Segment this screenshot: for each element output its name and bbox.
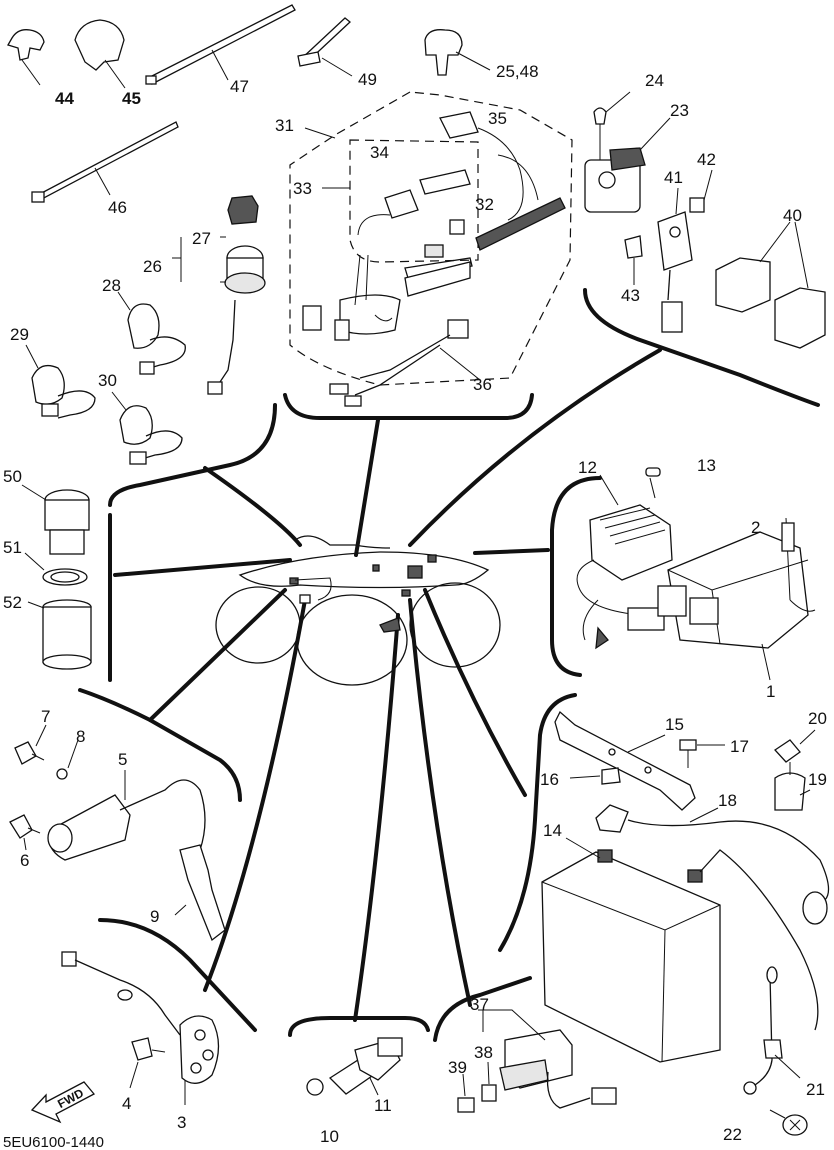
clip-20 — [774, 729, 816, 775]
callout-9: 9 — [150, 907, 159, 926]
battery-band-15 — [554, 710, 696, 811]
fuse-39 — [457, 1073, 475, 1113]
callout-11: 11 — [374, 1096, 392, 1115]
clamp-44 — [7, 29, 45, 86]
callout-44: 44 — [55, 89, 74, 108]
washer-8 — [56, 739, 79, 780]
callout-30: 30 — [98, 371, 117, 390]
callout-27: 27 — [192, 229, 211, 248]
callout-46: 46 — [108, 198, 127, 217]
callout-12: 12 — [578, 458, 597, 477]
callout-31: 31 — [275, 116, 294, 135]
callout-37: 37 — [470, 995, 489, 1014]
callout-34: 34 — [370, 143, 389, 162]
callout-13: 13 — [697, 456, 716, 475]
clamp-45 — [74, 19, 126, 89]
rectifier-12 — [576, 467, 673, 650]
callout-39: 39 — [448, 1058, 467, 1077]
callout-16: 16 — [540, 770, 559, 789]
callout-14: 14 — [543, 821, 562, 840]
callout-7: 7 — [41, 707, 50, 726]
screw-22 — [769, 1109, 808, 1136]
callout-17: 17 — [730, 737, 749, 756]
cable-18 — [595, 804, 830, 925]
connection-lines — [113, 348, 662, 1022]
callout-40: 40 — [783, 206, 802, 225]
cover-52 — [27, 599, 92, 670]
callout-24: 24 — [645, 71, 664, 90]
callout-3: 3 — [177, 1113, 186, 1132]
ground-lead-21 — [699, 849, 819, 1095]
callout-51: 51 — [3, 538, 22, 557]
callout-25-48: 25,48 — [496, 62, 539, 81]
callout-18: 18 — [718, 791, 737, 810]
switch-11 — [306, 1037, 403, 1096]
callout-21: 21 — [806, 1080, 825, 1099]
callout-6: 6 — [20, 851, 29, 870]
band-49 — [297, 17, 353, 77]
callout-8: 8 — [76, 727, 85, 746]
fwd-arrow: FWD — [30, 1081, 96, 1124]
bolt-17 — [679, 739, 725, 768]
main-switch-26 — [172, 195, 266, 395]
callout-52: 52 — [3, 593, 22, 612]
clamp-25-48 — [424, 29, 491, 76]
bolt-42 — [689, 169, 713, 213]
ignition-coil-5 — [47, 770, 226, 942]
pickup-coil-3 — [61, 951, 220, 1105]
wire-harness-31 — [289, 91, 573, 386]
callout-38: 38 — [474, 1043, 493, 1062]
callout-29: 29 — [10, 325, 29, 344]
callout-43: 43 — [621, 286, 640, 305]
callout-5: 5 — [118, 750, 127, 769]
callout-28: 28 — [102, 276, 121, 295]
cdi-unit-1 — [657, 517, 816, 681]
callout-45: 45 — [122, 89, 141, 108]
callout-2: 2 — [751, 518, 760, 537]
callout-35: 35 — [488, 109, 507, 128]
fuse-holder-50 — [21, 484, 90, 555]
callout-23: 23 — [670, 101, 689, 120]
callout-42: 42 — [697, 150, 716, 169]
callout-10: 10 — [320, 1127, 339, 1146]
bolt-6 — [9, 814, 41, 851]
battery-14 — [541, 837, 721, 1063]
clip-43 — [624, 235, 643, 285]
bolt-7 — [14, 724, 47, 765]
sub-harness-36 — [329, 319, 481, 407]
callout-20: 20 — [808, 709, 827, 728]
callout-41: 41 — [664, 168, 683, 187]
relay-unit-37 — [478, 1009, 617, 1109]
relays-40 — [715, 221, 826, 349]
callout-50: 50 — [3, 467, 22, 486]
fuse-38 — [481, 1061, 497, 1102]
callout-32: 32 — [475, 195, 494, 214]
callout-36: 36 — [473, 375, 492, 394]
cable-tie-47 — [145, 4, 296, 85]
callout-labels: 44 45 47 49 25,48 46 27 26 28 29 30 31 3… — [3, 62, 827, 1150]
callout-4: 4 — [122, 1094, 131, 1113]
cap-30 — [111, 391, 183, 465]
callout-49: 49 — [358, 70, 377, 89]
callout-1: 1 — [766, 682, 775, 701]
callout-15: 15 — [665, 715, 684, 734]
diagram-code: 5EU6100-1440 — [3, 1134, 104, 1150]
callout-26: 26 — [143, 257, 162, 276]
cable-tie-46 — [31, 121, 179, 203]
bolt-4 — [129, 1037, 166, 1089]
callout-47: 47 — [230, 77, 249, 96]
starter-relay-23 — [584, 91, 671, 213]
damper-16 — [569, 767, 621, 785]
callout-19: 19 — [808, 770, 827, 789]
cap-28 — [117, 291, 186, 375]
callout-33: 33 — [293, 179, 312, 198]
relay-41 — [657, 187, 693, 333]
cover-19 — [774, 772, 811, 811]
vehicle-outline — [215, 535, 501, 686]
callout-22: 22 — [723, 1125, 742, 1144]
ring-nut-51 — [24, 552, 88, 586]
cap-29 — [25, 344, 96, 419]
